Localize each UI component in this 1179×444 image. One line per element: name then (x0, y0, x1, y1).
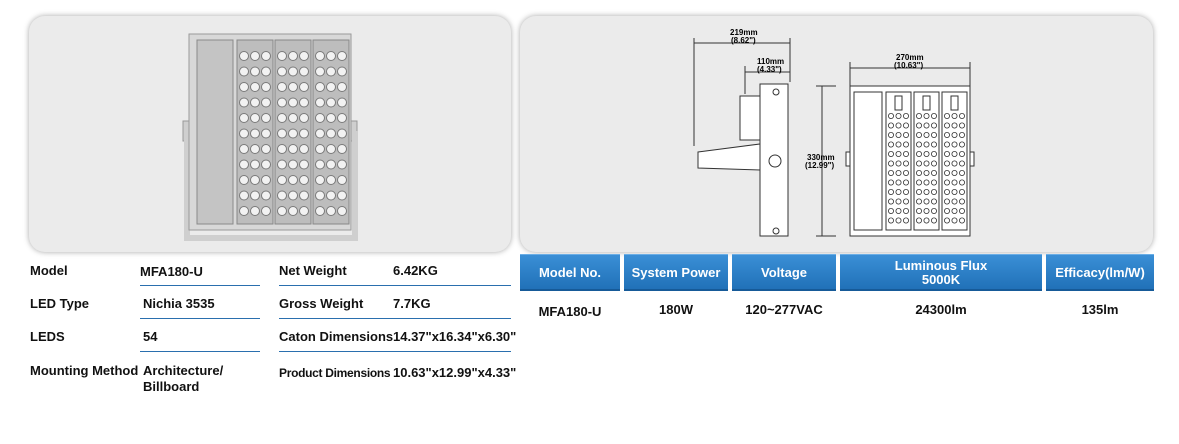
dim-width-front-inch-label: (10.63") (894, 61, 923, 70)
dim-depth-label: 110mm (757, 57, 784, 66)
table-cell-luminous-flux: 24300lm (915, 302, 967, 317)
spec-value-product-dimensions: 10.63"x12.99"x4.33" (393, 365, 517, 380)
spec-value-led-type: Nichia 3535 (143, 296, 215, 311)
table-cell-voltage: 120~277VAC (745, 302, 823, 317)
table-header-system-power: System Power (624, 254, 728, 291)
product-photo-panel (29, 16, 511, 252)
spec-divider (279, 285, 511, 286)
spec-value-model: MFA180-U (140, 264, 203, 279)
spec-value-caton-dimensions: 14.37"x16.34"x6.30" (393, 329, 517, 344)
spec-value-leds: 54 (143, 329, 158, 344)
spec-value-gross-weight: 7.7KG (393, 296, 431, 311)
spec-label-model: Model (30, 263, 68, 278)
spec-label-product-dimensions: Product Dimensions (279, 366, 391, 380)
dimension-drawing-panel: 219mm (8.62") 110mm (4.33") 330mm (12.99… (520, 16, 1153, 252)
dim-width-top-inch-label: (8.62") (731, 36, 756, 45)
dim-height-inch-label: (12.99") (805, 161, 834, 170)
floodlight-photo-illustration (182, 33, 358, 241)
dim-width-front-label: 270mm (896, 53, 924, 62)
table-cell-efficacy: 135lm (1081, 302, 1119, 317)
dim-height-label: 330mm (807, 153, 835, 162)
table-header-cct: 5000K (921, 272, 961, 287)
spec-label-led-type: LED Type (30, 296, 89, 311)
spec-label-gross-weight: Gross Weight (279, 296, 364, 311)
table-header-luminous-flux: Luminous Flux 5000K (840, 254, 1042, 291)
spec-label-caton-dimensions: Caton Dimensions (279, 329, 394, 344)
table-header-model-no: Model No. (520, 254, 620, 291)
table-cell-model-no: MFA180-U (538, 304, 602, 319)
spec-label-leds: LEDS (30, 329, 65, 344)
spec-divider (140, 285, 260, 286)
spec-divider (279, 318, 511, 319)
table-header-voltage: Voltage (732, 254, 836, 291)
spec-divider (140, 318, 260, 319)
spec-value-mounting-method: Architecture/ Billboard (143, 363, 224, 394)
spec-label-net-weight: Net Weight (279, 263, 347, 278)
table-cell-system-power: 180W (659, 302, 693, 317)
dimension-drawing: 219mm (8.62") 110mm (4.33") 330mm (12.99… (693, 28, 975, 237)
spec-divider (140, 351, 260, 352)
dim-depth-inch-label: (4.33") (757, 65, 782, 74)
spec-divider (279, 351, 511, 352)
table-header-efficacy: Efficacy(lm/W) (1046, 254, 1154, 291)
dim-width-top-label: 219mm (730, 28, 758, 37)
spec-value-net-weight: 6.42KG (393, 263, 438, 278)
spec-label-mounting-method: Mounting Method (30, 363, 139, 378)
